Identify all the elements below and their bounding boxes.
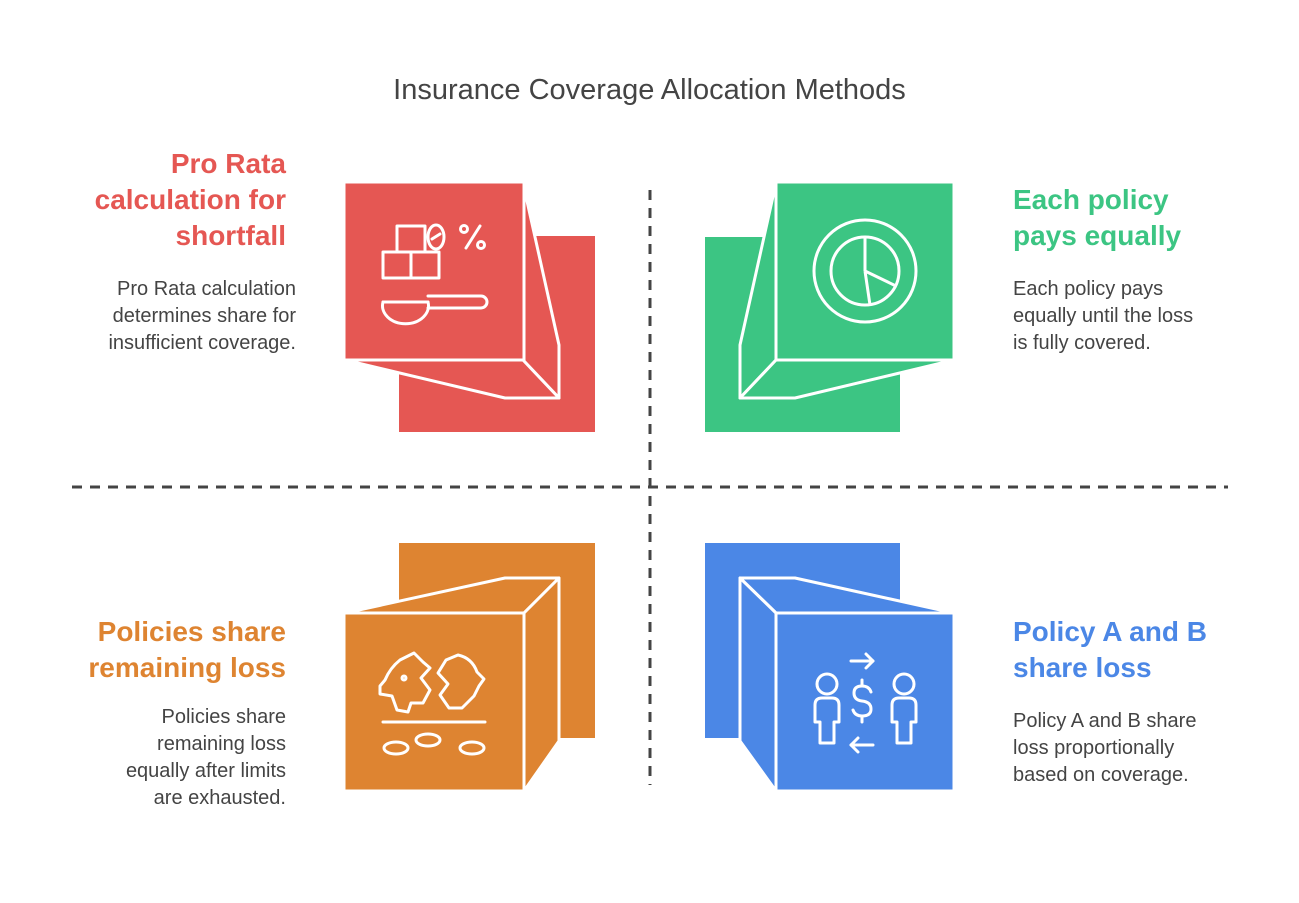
broken-piggy-bank-icon <box>378 651 487 756</box>
pro-rata-title: Pro Rata calculation for shortfall <box>94 148 286 251</box>
remaining-loss-description: Policies share remaining loss equally af… <box>125 706 286 809</box>
policy-ab-description: Policy A and B share loss proportionally… <box>1013 710 1197 786</box>
diagram-title: Insurance Coverage Allocation Methods <box>393 74 906 106</box>
blue-block <box>705 543 956 793</box>
orange-block <box>342 543 595 793</box>
red-block <box>342 180 595 432</box>
measuring-scoop-percent-icon <box>381 223 489 326</box>
money-exchange-people-icon <box>813 652 918 754</box>
policy-ab-title: Policy A and B share loss <box>1013 616 1207 683</box>
equal-pay-description: Each policy pays equally until the loss … <box>1013 278 1194 354</box>
remaining-loss-title: Policies share remaining loss <box>88 616 286 683</box>
pro-rata-description: Pro Rata calculation determines share fo… <box>108 278 296 354</box>
equal-pay-title: Each policy pays equally <box>1013 184 1182 251</box>
pie-chart-icon <box>812 218 918 324</box>
